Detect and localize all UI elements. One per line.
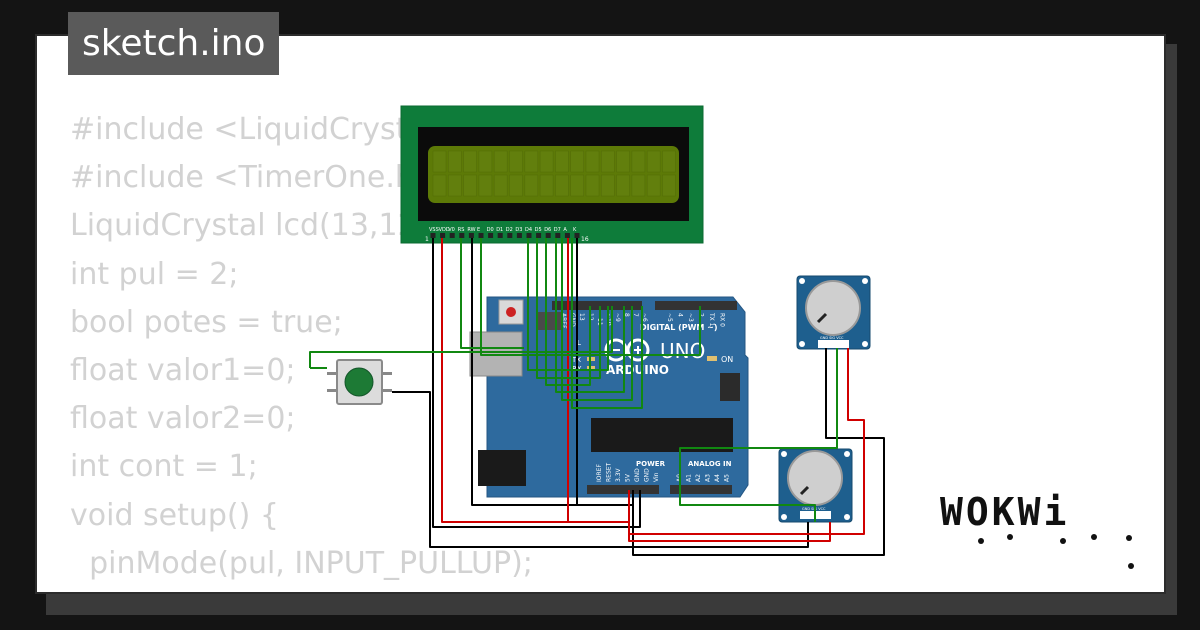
wire-lcd-vss-gnd — [432, 238, 641, 528]
lcd-character-cells — [432, 150, 676, 197]
potentiometer-1[interactable]: GND SIG VCC — [796, 275, 871, 350]
atmega-chip — [591, 418, 733, 452]
digital-pin-label: ~9 — [614, 313, 621, 322]
power-pin-label: GND — [644, 468, 651, 482]
sketch-title: sketch.ino — [82, 23, 266, 64]
lcd-pin-label: E — [477, 227, 480, 233]
power-pin-label: 5V — [625, 473, 632, 482]
digital-pin-label: ~6 — [641, 313, 648, 322]
power-pin-header — [587, 485, 732, 494]
power-pin-label: GND — [634, 468, 641, 482]
pot-1-pin-labels: GND SIG VCC — [820, 336, 844, 340]
icsp2-header — [720, 373, 740, 401]
dc-power-jack — [478, 450, 526, 486]
sketch-title-tab[interactable]: sketch.ino — [68, 12, 280, 75]
lcd-pin-label: VDD — [439, 227, 450, 233]
analog-pin-label: A5 — [724, 474, 731, 482]
lcd-pin-label: D2 — [506, 227, 513, 233]
code-line: int cont = 1; — [70, 449, 258, 485]
arduino-brand: ARDUINO — [606, 363, 669, 377]
digital-pin-label: 8 — [623, 313, 630, 317]
power-pin-label: RESET — [606, 462, 613, 482]
wires — [309, 238, 885, 556]
power-pin-label: Vin — [653, 472, 660, 482]
digital-pin-label: 7 — [632, 313, 639, 317]
lcd-pin-label: D0 — [487, 227, 494, 233]
analog-pin-label: A1 — [686, 474, 693, 482]
digital-pin-label: ~3 — [687, 313, 694, 322]
wokwi-logo[interactable]: WOKWi — [940, 490, 1069, 534]
code-line: int pul = 2; — [70, 256, 239, 292]
lcd-pin-label: D3 — [515, 227, 522, 233]
lcd-pin-label: D4 — [525, 227, 532, 233]
code-line: void setup() { — [70, 497, 279, 533]
lcd-pin-label: RS — [458, 227, 465, 233]
power-led — [707, 356, 717, 361]
lcd-pin-label: V0 — [448, 227, 455, 233]
analog-label: ANALOG IN — [688, 460, 732, 468]
lcd-pin-label: A — [563, 227, 567, 233]
code-line: float valor1=0; — [70, 353, 296, 389]
digital-pin-label: RX 0 — [719, 313, 726, 327]
power-label: POWER — [636, 460, 666, 468]
lcd-pin-label: K — [573, 227, 577, 233]
code-line: bool potes = true; — [70, 304, 343, 340]
digital-pin-label: 13 — [578, 313, 585, 321]
digital-pin-label: AREF — [560, 313, 567, 329]
pushbutton[interactable] — [327, 359, 392, 405]
on-label: ON — [721, 355, 733, 364]
analog-pin-label: A3 — [705, 474, 712, 482]
lcd-pin-label: RW — [467, 227, 475, 233]
reset-button[interactable] — [506, 307, 516, 317]
led-l-label: L — [577, 339, 581, 347]
digital-label: DIGITAL (PWM ~) — [640, 323, 718, 332]
lcd-pin-label: VSS — [429, 227, 439, 233]
code-line: #include <TimerOne.h — [70, 160, 414, 196]
code-line: #include <LiquidCrysta — [70, 112, 426, 147]
power-pin-label: IOREF — [596, 464, 603, 482]
pot-2-knob-indicator — [799, 485, 810, 496]
lcd-pin-label: D1 — [496, 227, 503, 233]
lcd-pin-label: D5 — [535, 227, 542, 233]
lcd-pin-label: D7 — [554, 227, 561, 233]
analog-pin-label: A2 — [695, 474, 702, 482]
pot-1-knob-indicator — [816, 312, 828, 324]
power-pin-label: 3.3V — [615, 467, 622, 482]
code-line: pinMode(pul, INPUT_PULLUP); — [70, 545, 533, 581]
lcd-pin-label: D6 — [544, 227, 551, 233]
digital-pin-label: TX 1 — [708, 312, 715, 327]
digital-pin-label: 4 — [677, 313, 684, 317]
digital-pin-label: ~5 — [666, 313, 673, 322]
code-line: LiquidCrystal lcd(13,12 — [70, 208, 417, 244]
lcd-pin-first-label: 1 — [425, 236, 429, 243]
code-preview: #include <LiquidCrysta #include <TimerOn… — [70, 106, 617, 592]
analog-pin-label: A4 — [714, 474, 721, 482]
pushbutton-cap[interactable] — [344, 367, 374, 397]
digital-pin-header — [552, 301, 737, 310]
code-line: float valor2=0; — [70, 401, 296, 437]
arduino-logo-icon — [604, 338, 650, 362]
lcd-pin-last-label: 16 — [581, 236, 589, 243]
arduino-model: UNO — [660, 339, 705, 363]
wokwi-logo-text: WOKWi — [940, 490, 1070, 534]
